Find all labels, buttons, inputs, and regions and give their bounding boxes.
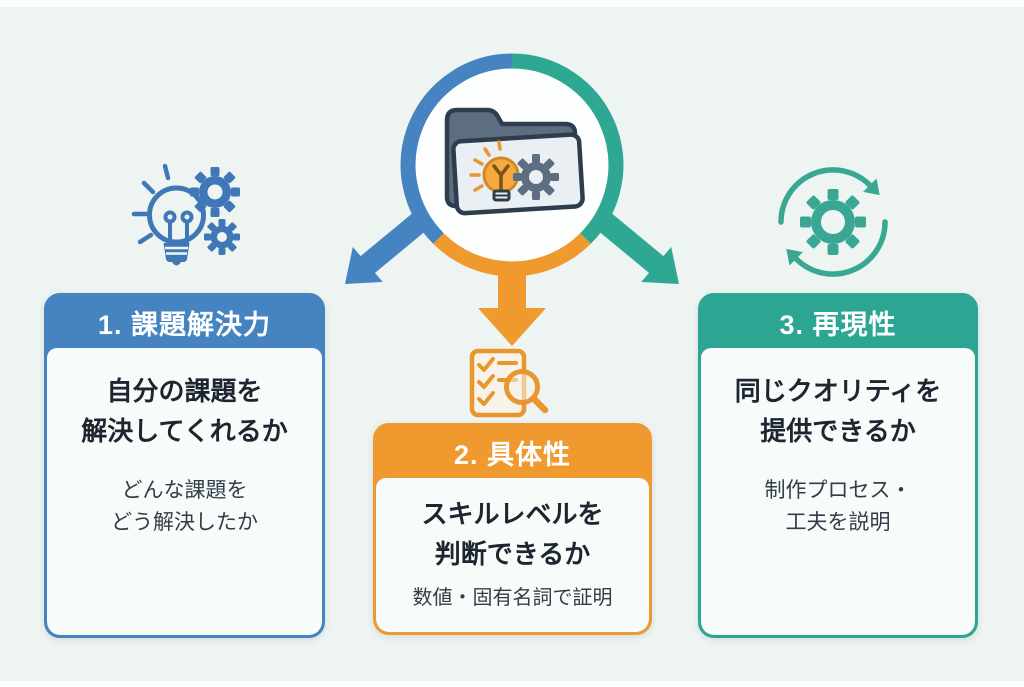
card-sub-text: どんな課題を どう解決したか (53, 475, 316, 538)
card-main-text: 同じクオリティを 提供できるか (707, 372, 969, 451)
hub-ring-teal-segment (511, 53, 624, 244)
card-specificity-body: スキルレベルを 判断できるか 数値・固有名詞で証明 (376, 478, 649, 632)
checklist-checks (477, 357, 518, 406)
card-problem-solving: 1. 課題解決力 自分の課題を 解決してくれるか どんな課題を どう解決したか (44, 293, 325, 638)
folder-idea-gear-icon (444, 107, 585, 216)
arrow-down-left-icon (345, 209, 432, 284)
card-main-text: スキルレベルを 判断できるか (382, 495, 643, 574)
bulb-rays (469, 140, 502, 192)
checklist-magnifier-icon (469, 348, 549, 418)
arrow-down-right-icon (592, 209, 679, 284)
main-line-2: 判断できるか (434, 538, 591, 569)
top-strip (0, 0, 1024, 7)
idea-bulb-glass (147, 185, 206, 245)
arrow-down-icon (478, 268, 546, 346)
main-line-2: 解決してくれるか (81, 415, 288, 446)
magnifier-handle (530, 395, 549, 414)
card-problem-solving-header: 1. 課題解決力 (47, 296, 322, 348)
magnifier-icon (504, 369, 540, 405)
idea-bulb-filament (163, 210, 194, 243)
card-sub-text: 制作プロセス・ 工夫を説明 (707, 475, 969, 538)
gear-cycle-icon (778, 167, 888, 277)
sub-line-1: どんな課題を (121, 479, 248, 503)
idea-large-gear-icon (190, 167, 240, 217)
idea-gears-icon (131, 163, 240, 266)
card-reproducibility: 3. 再現性 同じクオリティを 提供できるか 制作プロセス・ 工夫を説明 (698, 293, 978, 638)
main-line-1: スキルレベルを (421, 499, 604, 529)
cycle-gear-icon (800, 189, 866, 255)
main-line-1: 同じクオリティを (734, 376, 942, 406)
card-title: 3. 再現性 (779, 309, 897, 340)
idea-small-gear-icon (204, 219, 240, 255)
sub-line-2: 工夫を説明 (785, 510, 891, 534)
sub-line-1: 数値・固有名詞で証明 (412, 587, 613, 610)
card-specificity: 2. 具体性 スキルレベルを 判断できるか 数値・固有名詞で証明 (373, 423, 652, 635)
main-line-1: 自分の課題を (106, 376, 263, 406)
main-line-2: 提供できるか (760, 415, 916, 446)
card-title: 1. 課題解決力 (97, 309, 272, 340)
hub-ring-blue-segment (400, 53, 513, 244)
idea-bulb-cap (172, 262, 181, 266)
cycle-arrow-bottom (793, 219, 888, 277)
sub-line-1: 制作プロセス・ (764, 479, 912, 503)
card-sub-text: 数値・固有名詞で証明 (382, 583, 643, 613)
idea-rays (131, 163, 171, 245)
card-specificity-header: 2. 具体性 (376, 426, 649, 478)
card-reproducibility-body: 同じクオリティを 提供できるか 制作プロセス・ 工夫を説明 (701, 348, 975, 635)
card-reproducibility-header: 3. 再現性 (701, 296, 975, 348)
card-problem-solving-body: 自分の課題を 解決してくれるか どんな課題を どう解決したか (47, 348, 322, 635)
cycle-arrowhead-top (863, 178, 880, 196)
bottom-strip (0, 681, 1024, 687)
folder-gear-icon (513, 154, 559, 200)
bulb-filament (492, 164, 510, 191)
cycle-arrowhead-bottom (786, 248, 803, 266)
card-main-text: 自分の課題を 解決してくれるか (53, 372, 316, 451)
card-title: 2. 具体性 (453, 439, 572, 470)
cycle-arrow-top (778, 167, 873, 225)
sub-line-2: どう解決したか (111, 510, 258, 534)
